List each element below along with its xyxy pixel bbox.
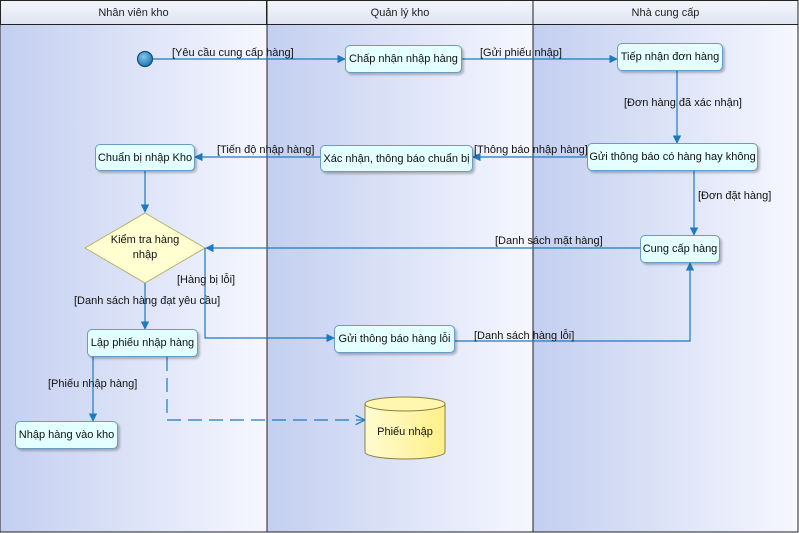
node-xac-nhan-thong-bao[interactable]: Xác nhận, thông báo chuẩn bị	[320, 145, 473, 172]
label-gui-phieu-nhap: [Gửi phiếu nhập]	[480, 47, 562, 59]
node-gui-thong-bao-hang-loi[interactable]: Gửi thông báo hàng lỗi	[334, 325, 455, 353]
decision-label: Kiểm tra hàng nhập	[110, 234, 180, 261]
node-tiep-nhan-don-hang[interactable]: Tiếp nhận đơn hàng	[617, 43, 723, 71]
datastore-phieu-nhap[interactable]	[364, 396, 446, 460]
label-yeu-cau-cung-cap-hang: [Yêu cầu cung cấp hàng]	[172, 47, 294, 59]
edges	[88, 54, 699, 421]
edge-gui-hang-loi-cung-cap	[455, 262, 695, 342]
lane-nha-cung-cap	[532, 0, 799, 533]
label-hang-bi-loi: [Hàng bị lỗi]	[177, 274, 236, 286]
lane-header-1	[0, 0, 267, 25]
edge-kiem-tra-gui-hang-loi	[204, 248, 335, 343]
lane-header-3	[532, 0, 799, 25]
node-nhap-hang-vao-kho[interactable]: Nhập hàng vào kho	[15, 421, 118, 449]
node-cung-cap-hang[interactable]: Cung cấp hàng	[640, 235, 720, 263]
datastore-label: Phiếu nhập	[377, 426, 433, 438]
lane-title-quan-ly-kho: Quản lý kho	[370, 7, 430, 19]
label-don-dat-hang: [Đơn đặt hàng]	[698, 190, 772, 202]
lane-title-nha-cung-cap: Nhà cung cấp	[631, 7, 700, 19]
label-phieu-nhap-hang: [Phiếu nhập hàng]	[48, 378, 138, 390]
lane-header-2	[266, 0, 534, 25]
label-thong-bao-nhap-hang: [Thông báo nhập hàng]	[474, 144, 588, 156]
label-danh-sach-hang-loi: [Danh sách hàng lỗi]	[474, 330, 575, 342]
label-danh-sach-hang-dat: [Danh sách hàng đạt yêu cầu]	[74, 295, 221, 307]
node-chuan-bi-nhap-kho[interactable]: Chuẩn bị nhập Kho	[95, 144, 195, 171]
label-don-hang-da-xac-nhan: [Đơn hàng đã xác nhận]	[624, 97, 742, 109]
lane-title-nhan-vien-kho: Nhân viên kho	[98, 7, 169, 19]
label-danh-sach-mat-hang: [Danh sách mặt hàng]	[495, 235, 603, 247]
edge-lap-phieu-datastore	[166, 357, 364, 420]
label-tien-do-nhap-hang: [Tiến độ nhập hàng]	[217, 144, 315, 156]
start-node[interactable]	[136, 50, 154, 68]
node-lap-phieu-nhap-hang[interactable]: Lập phiếu nhập hàng	[87, 329, 198, 357]
node-gui-thong-bao-co-hang[interactable]: Gửi thông báo có hàng hay không	[587, 143, 758, 171]
node-chap-nhan-nhap-hang[interactable]: Chấp nhận nhập hàng	[345, 45, 462, 73]
